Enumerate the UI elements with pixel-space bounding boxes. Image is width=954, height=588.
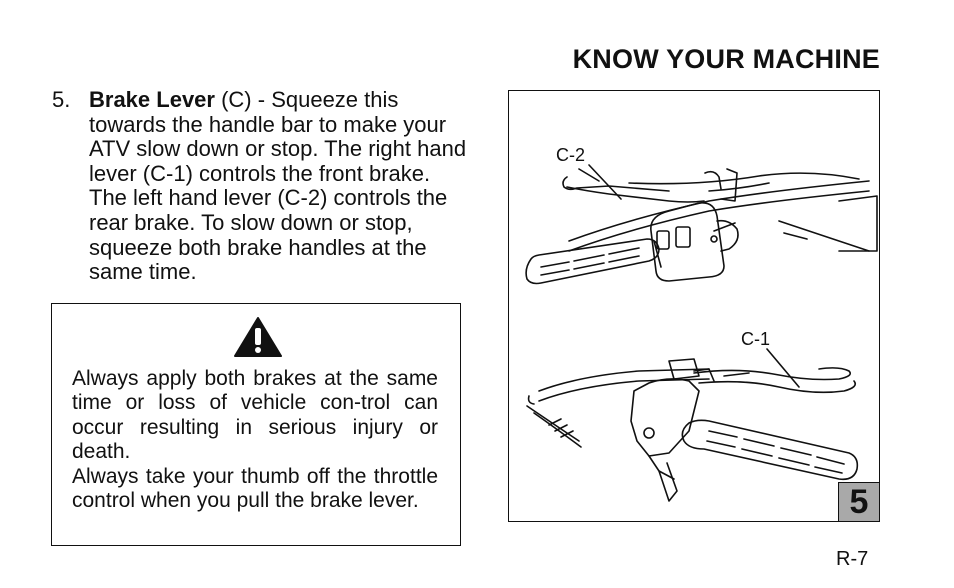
handlebar-illustration	[525, 164, 878, 502]
page-header-title: KNOW YOUR MACHINE	[572, 44, 880, 74]
item-term: Brake Lever	[89, 87, 215, 112]
warning-text: Always apply both brakes at the same tim…	[72, 367, 438, 513]
label-c1: C-1	[741, 329, 771, 349]
right-handlebar-drawing	[526, 358, 859, 502]
warning-paragraph: Always apply both brakes at the same tim…	[72, 367, 438, 464]
left-handlebar-drawing	[525, 168, 878, 285]
callout-line-c1	[766, 348, 800, 388]
warning-triangle-icon	[234, 317, 282, 357]
page-number: R-7	[836, 548, 869, 570]
warning-box: Always apply both brakes at the same tim…	[51, 303, 461, 546]
label-c2: C-2	[556, 145, 586, 165]
callout-line-c2	[588, 164, 622, 200]
item-description: (C) - Squeeze this towards the handle ba…	[89, 87, 467, 285]
warning-paragraph: Always take your thumb off the throttle …	[72, 464, 438, 513]
item-body: Brake Lever (C) - Squeeze this towards t…	[89, 87, 469, 285]
section-number-tab: 5	[838, 482, 880, 522]
item-number: 5.	[52, 87, 71, 112]
brake-lever-figure: C-2 C-1 5	[508, 90, 880, 522]
